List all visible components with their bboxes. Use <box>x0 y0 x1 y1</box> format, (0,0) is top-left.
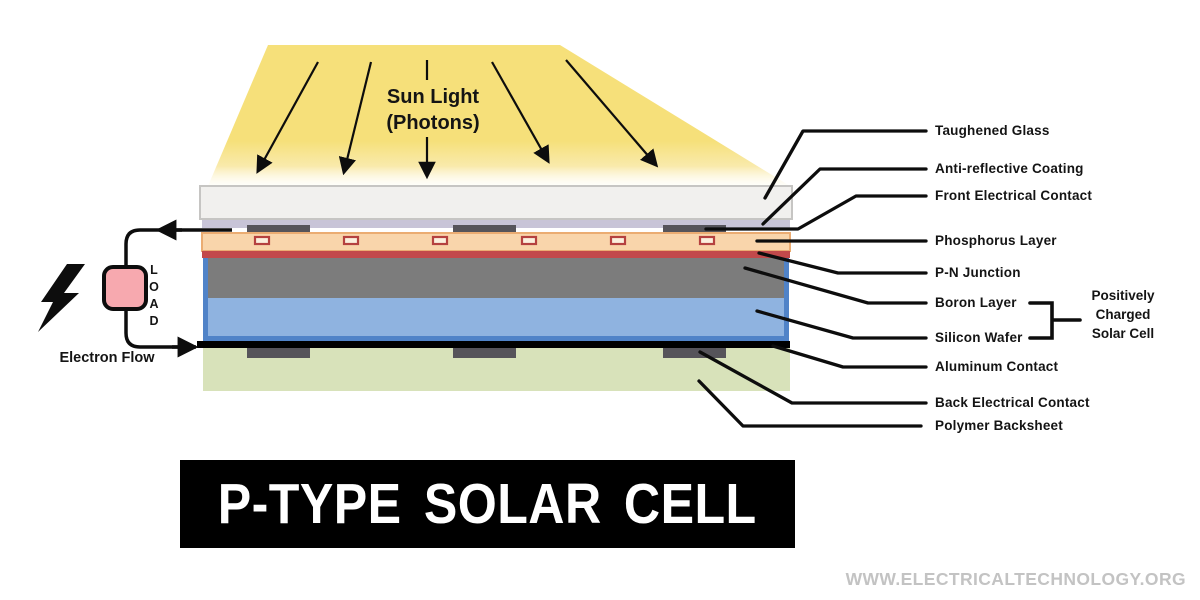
page-title: P-TYPE SOLAR CELL <box>218 472 757 536</box>
label-polymer: Polymer Backsheet <box>935 418 1063 433</box>
annotation-charged: Charged <box>1095 307 1151 322</box>
load-box <box>102 265 148 311</box>
label-front-contact: Front Electrical Contact <box>935 188 1093 203</box>
load-label: LOAD <box>147 263 161 331</box>
toughened-glass-layer <box>199 185 793 220</box>
label-boron: Boron Layer <box>935 295 1017 310</box>
photon-arrows <box>256 59 659 180</box>
dopant-marker <box>431 235 449 246</box>
electron-flow-label: Electron Flow <box>59 350 155 366</box>
annotation-positively: Positively <box>1091 288 1155 303</box>
leader-lines <box>697 129 928 428</box>
aluminum-contact-layer <box>197 341 790 348</box>
anti-reflective-layer <box>202 220 790 228</box>
solar-cell-bracket <box>1028 301 1082 340</box>
dopant-marker <box>520 235 538 246</box>
leader-toughened-glass <box>763 129 928 200</box>
leader-back-contact <box>698 350 928 405</box>
front-contact-pads <box>247 225 726 234</box>
leader-boron <box>743 266 928 305</box>
back-contact-pad <box>453 348 516 358</box>
leader-silicon <box>755 309 928 340</box>
label-aluminum: Aluminum Contact <box>935 359 1059 374</box>
watermark: WWW.ELECTRICALTECHNOLOGY.ORG <box>845 569 1186 589</box>
dopant-marker <box>698 235 716 246</box>
leader-front-contact <box>704 194 928 231</box>
leader-anti-reflective <box>761 167 928 226</box>
label-back-contact: Back Electrical Contact <box>935 395 1090 410</box>
label-pn-junction: P-N Junction <box>935 265 1021 280</box>
sun-light-label: Sun Light <box>386 86 480 108</box>
leader-pn-junction <box>757 251 928 275</box>
label-phosphorus: Phosphorus Layer <box>935 233 1057 248</box>
back-contact-pads <box>247 348 726 358</box>
photon-arrow <box>565 59 659 168</box>
front-contact-pad <box>247 225 310 234</box>
leader-polymer <box>697 379 923 428</box>
photon-arrow <box>338 61 373 176</box>
photon-arrow <box>256 61 319 174</box>
title-banner: P-TYPE SOLAR CELL <box>180 460 795 548</box>
dopant-marker <box>253 235 271 246</box>
silicon-wafer-layer <box>208 298 784 336</box>
dopant-markers <box>253 235 716 246</box>
dopant-marker <box>342 235 360 246</box>
front-contact-pad <box>663 225 726 234</box>
leader-aluminum <box>771 344 928 369</box>
photon-arrow <box>491 61 550 164</box>
dopant-marker <box>609 235 627 246</box>
back-contact-pad <box>247 348 310 358</box>
front-contact-pad <box>453 225 516 234</box>
label-silicon: Silicon Wafer <box>935 330 1023 345</box>
lightning-bolt-icon <box>38 264 85 332</box>
pn-junction-layer <box>202 251 790 258</box>
boron-layer <box>208 258 784 298</box>
label-toughened-glass: Taughened Glass <box>935 123 1050 138</box>
annotation-solar-cell: Solar Cell <box>1091 326 1155 341</box>
back-contact-pad <box>663 348 726 358</box>
photons-label: (Photons) <box>386 112 480 134</box>
label-anti-reflective: Anti-reflective Coating <box>935 161 1084 176</box>
